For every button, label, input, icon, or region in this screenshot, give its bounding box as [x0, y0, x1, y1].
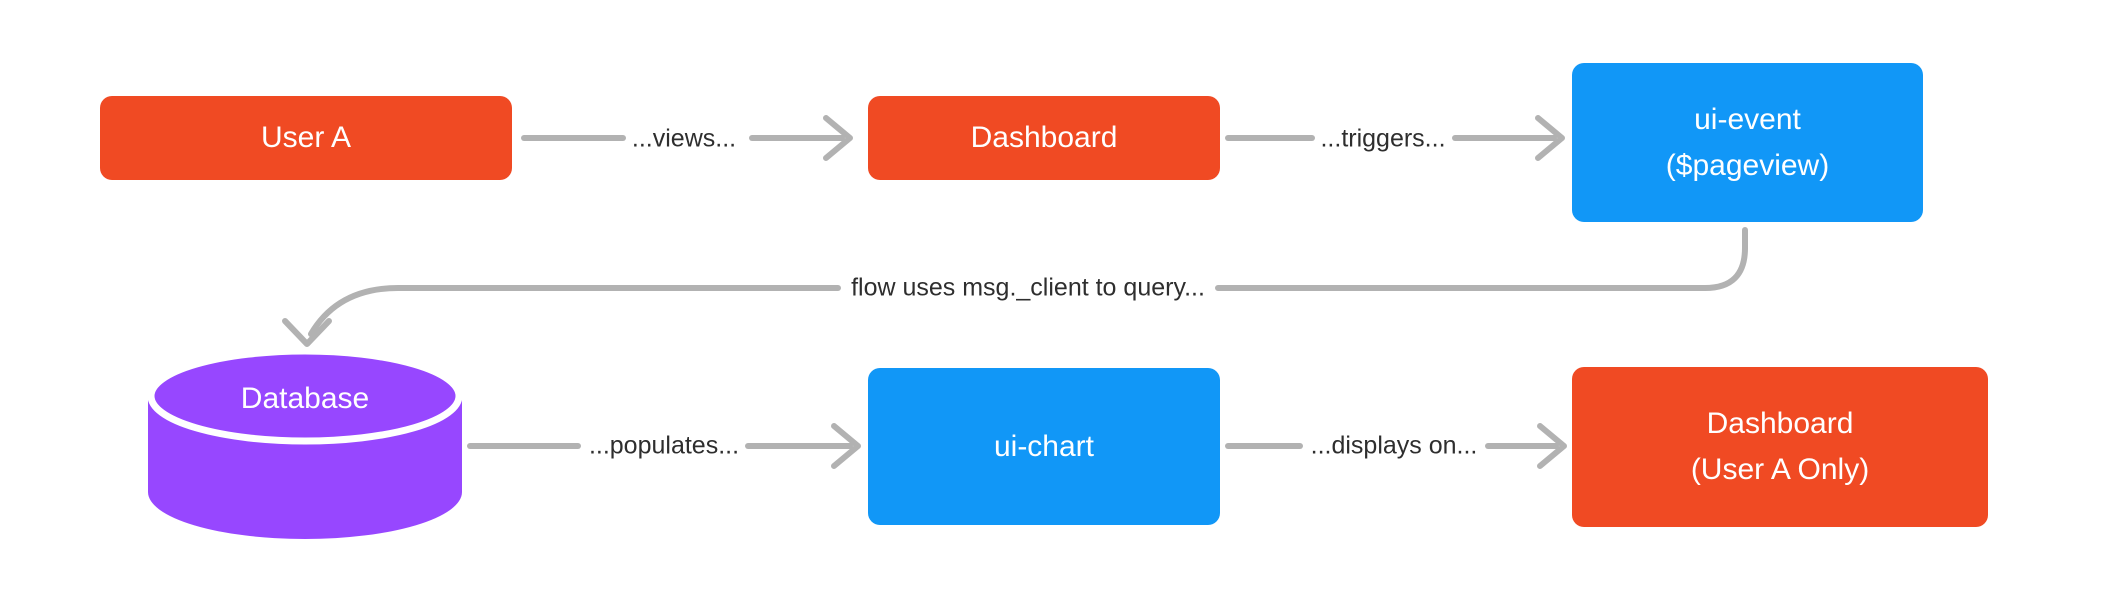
edge-label-populates: ...populates... [584, 431, 744, 461]
edge-displays-on-arrow [1225, 423, 1567, 469]
arrowhead-right-icon [823, 115, 853, 161]
node-dashboard-user-a-only: Dashboard (User A Only) [1572, 367, 1988, 527]
node-database: Database [148, 371, 462, 427]
node-ui-chart: ui-chart [868, 368, 1220, 525]
node-user-a: User A [100, 96, 512, 180]
node-dashboard-user-a-only-label: Dashboard (User A Only) [1690, 407, 1870, 486]
arrowhead-right-icon [1535, 115, 1565, 161]
node-dashboard-label: Dashboard [970, 121, 1118, 154]
node-ui-chart-label: ui-chart [993, 429, 1095, 463]
edge-label-triggers: ...triggers... [1316, 124, 1450, 154]
node-dashboard: Dashboard [868, 96, 1220, 180]
node-ui-event: ui-event ($pageview) [1572, 63, 1923, 222]
node-database-label: Database [240, 382, 370, 415]
edge-populates-arrow [467, 423, 861, 469]
arrowhead-right-icon [1537, 423, 1567, 469]
edge-label-query: flow uses msg._client to query... [847, 273, 1209, 303]
node-ui-event-label: ui-event ($pageview) [1665, 102, 1830, 182]
arrowhead-right-icon [831, 423, 861, 469]
node-user-a-label: User A [260, 121, 352, 154]
edge-query-arrow [282, 227, 1748, 347]
edge-triggers-arrow [1225, 115, 1565, 161]
database-cylinder-icon [147, 347, 463, 539]
edge-label-displays-on: ...displays on... [1306, 431, 1482, 461]
edge-label-views: ...views... [627, 124, 741, 154]
edge-views-arrow [521, 115, 853, 161]
arrowhead-down-icon [282, 318, 332, 347]
